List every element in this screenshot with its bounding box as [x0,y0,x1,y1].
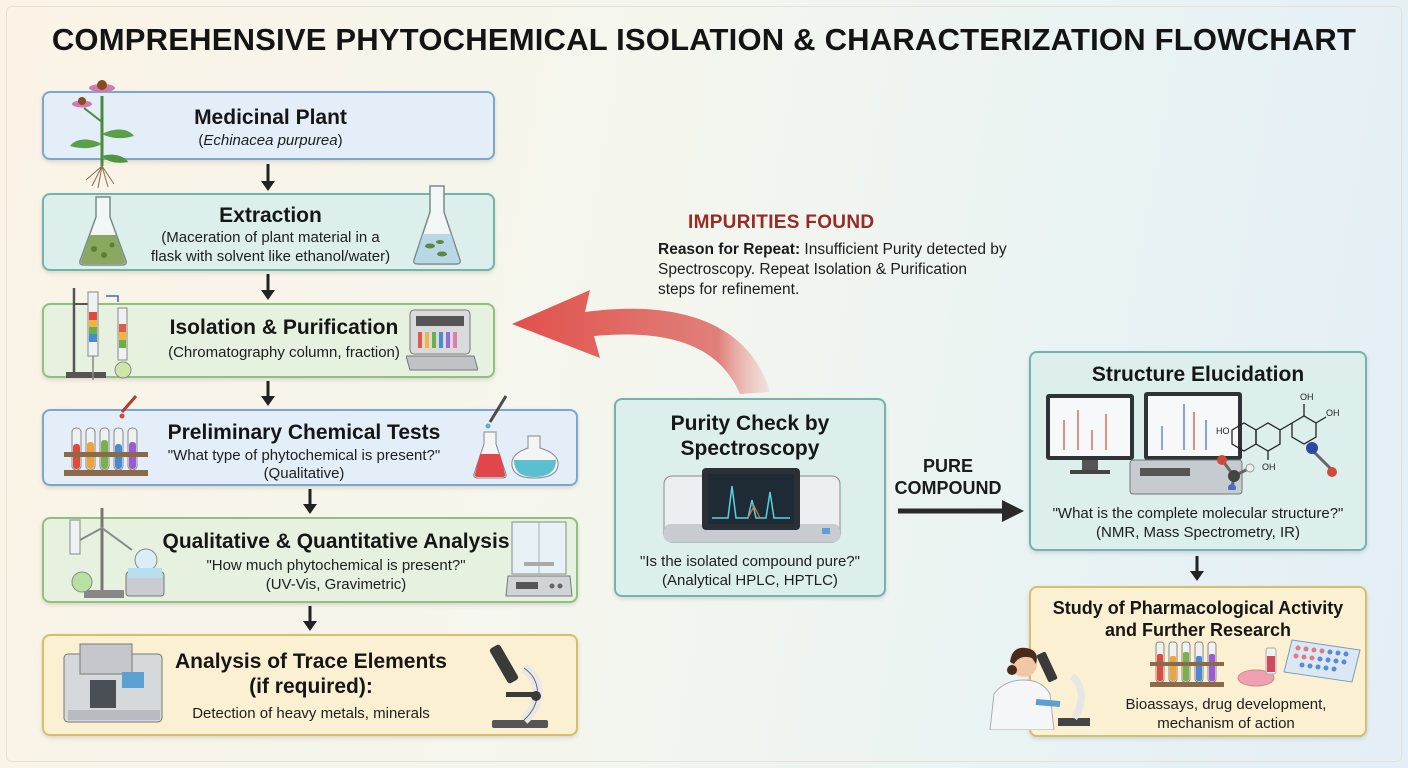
analytical-balance-icon [505,521,573,597]
pure-compound-label: PURE COMPOUND [886,455,1010,499]
impurities-found-title: IMPURITIES FOUND [688,212,875,233]
hplc-instrument-icon [663,468,841,543]
step-line-1: "Is the isolated compound pure?" [640,553,860,570]
paren-open: ( [198,132,204,149]
svg-text:OH: OH [1262,462,1276,472]
step-title-1: Study of Pharmacological Activity [1052,598,1344,618]
step-line-1: (Maceration of plant material in a [161,229,380,246]
step-line-1: "How much phytochemical is present?" [206,557,466,574]
impurities-reason: Reason for Repeat: Insufficient Purity d… [658,240,1008,300]
chromatography-column-icon [66,288,132,380]
step-line-1: "What is the complete molecular structur… [1052,505,1344,522]
step-title: Isolation & Purification [169,316,399,339]
reason-label: Reason for Repeat: [658,241,801,258]
svg-text:HO: HO [1216,426,1230,436]
step-title: Extraction [219,204,322,227]
dropper-flask-icon [473,395,559,479]
arrowhead-pure [1002,500,1024,522]
fraction-collector-icon [406,309,478,371]
spectrometer-icon [63,643,163,723]
flask-icon [79,196,127,266]
step-title: Qualitative & Quantitative Analysis [162,530,510,553]
step-line-1: Bioassays, drug development, [1125,696,1327,713]
arrowhead-2 [261,290,275,300]
svg-text:OH: OH [1300,392,1314,402]
step-title: Medicinal Plant [194,106,347,129]
flask-icon [413,185,461,265]
echinacea-plant-icon [70,80,134,189]
rotary-evaporator-icon [69,508,165,598]
repeat-arrow [512,290,770,394]
petri-dish-icon [1237,647,1277,687]
step-title-1: Analysis of Trace Elements [175,650,447,673]
step-line-2: (NMR, Mass Spectrometry, IR) [1096,524,1300,541]
step-title-2: (if required): [249,675,373,698]
arrowhead-6 [1190,571,1204,581]
molecule-icon: HO OH OH OH [1216,392,1340,490]
scientist-icon [989,647,1090,730]
step-line-2: (Analytical HPLC, HPTLC) [662,572,838,589]
step-medicinal-plant: Medicinal Plant (Echinacea purpurea) [42,91,495,160]
step-subtitle: (Chromatography column, fraction) [168,344,400,361]
computer-workstation-icon [1046,392,1243,495]
arrowhead-5 [303,621,317,631]
step-line-2: (UV-Vis, Gravimetric) [265,576,407,593]
step-line-1: "What type of phytochemical is present?" [167,447,441,464]
step-title: Preliminary Chemical Tests [167,421,441,444]
step-line-2: mechanism of action [1157,715,1295,732]
step-line-2: (Qualitative) [263,465,345,482]
step-title: Structure Elucidation [1091,363,1305,386]
svg-text:OH: OH [1326,408,1340,418]
step-qualitative-quantitative: Qualitative & Quantitative Analysis "How… [42,517,578,603]
step-subtitle: Detection of heavy metals, minerals [192,705,430,722]
arrowhead-3 [261,396,275,406]
step-subtitle: (Echinacea purpurea) [44,131,497,150]
test-tubes-icon [64,395,148,476]
test-tubes-icon [1150,641,1224,687]
arrowhead-1 [261,181,275,191]
reason-text: Insufficient Purity detected by Spectros… [658,241,1007,298]
step-line-2: flask with solvent like ethanol/water) [150,248,391,265]
step-purity-check: Purity Check by Spectroscopy "Is the iso… [614,398,886,597]
paren-close: ) [337,132,343,149]
pure-line-2: COMPOUND [894,478,1002,498]
step-title-2: and Further Research [1104,620,1292,640]
species-name: Echinacea purpurea [203,132,338,149]
step-title-1: Purity Check by [670,412,830,435]
microscope-icon [489,644,548,728]
page-title: COMPREHENSIVE PHYTOCHEMICAL ISOLATION & … [51,22,1357,57]
step-title-2: Spectroscopy [680,437,820,460]
pure-line-1: PURE [922,456,973,476]
well-plate-icon [1283,639,1361,683]
arrowhead-4 [303,504,317,514]
